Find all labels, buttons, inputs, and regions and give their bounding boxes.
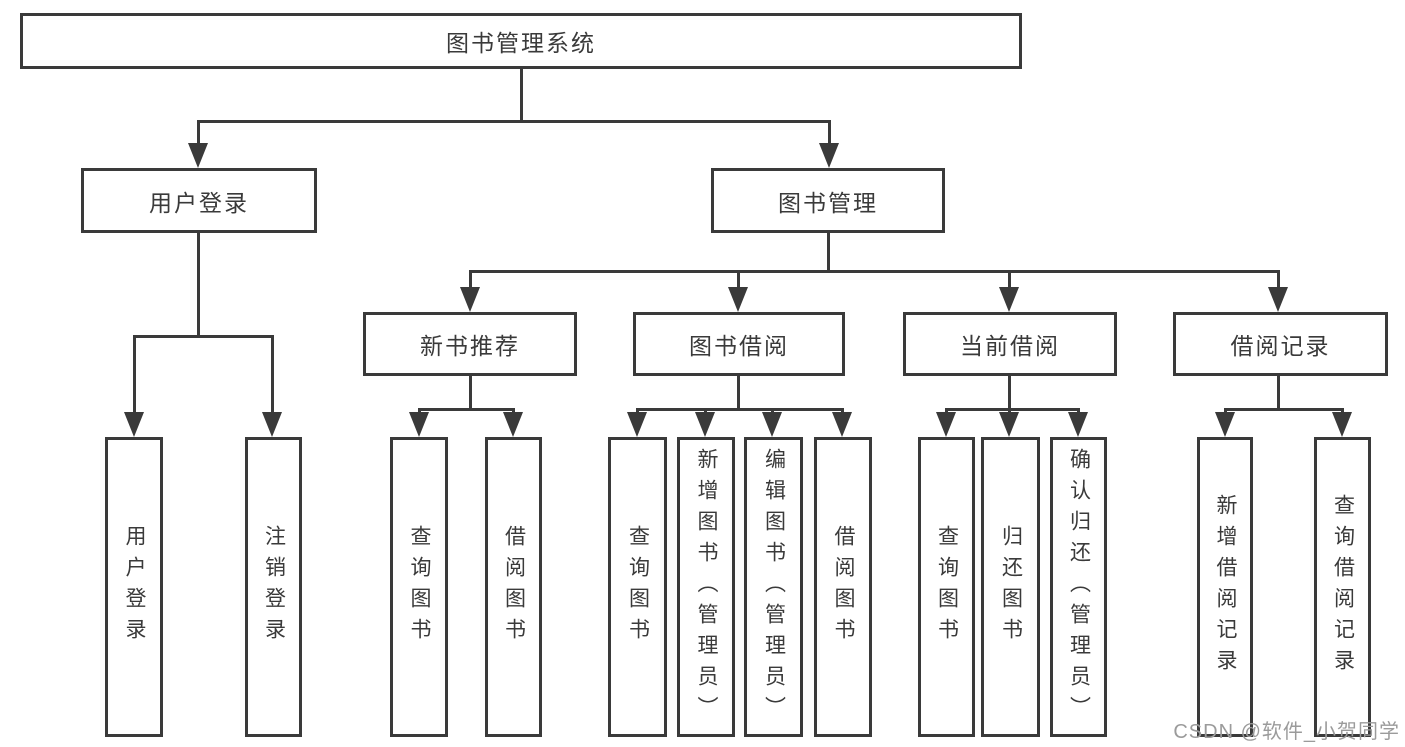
connector-new-book-recommend-stem <box>469 376 472 408</box>
leaf-bb-borrow-books: 借阅图书 <box>814 437 872 737</box>
arrow-to-br-query-record-head <box>1332 412 1352 437</box>
node-book-borrowing-label: 图书借阅 <box>689 333 789 359</box>
leaf-rec-query-books: 查询图书 <box>390 437 448 737</box>
leaf-bb-add-books: 新增图书（管理员） <box>677 437 735 737</box>
leaf-br-query-record-label: 查询借阅记录 <box>1331 494 1355 680</box>
arrow-to-bb-borrow-books-head <box>832 412 852 437</box>
node-book-borrowing: 图书借阅 <box>633 312 845 376</box>
connector-book-management-bar <box>469 270 1280 273</box>
leaf-user-login: 用户登录 <box>105 437 163 737</box>
leaf-cb-return-books: 归还图书 <box>981 437 1040 737</box>
connector-new-book-recommend-bar <box>418 408 515 411</box>
arrow-to-leaf-user-login-shaft <box>133 335 136 415</box>
arrow-to-book-borrowing-head <box>728 287 748 312</box>
connector-root-bar <box>197 120 831 123</box>
leaf-bb-query-books: 查询图书 <box>608 437 667 737</box>
arrow-to-user-login-shaft <box>197 120 200 146</box>
arrow-to-bb-edit-books-head <box>762 412 782 437</box>
node-user-login: 用户登录 <box>81 168 317 233</box>
node-system-root: 图书管理系统 <box>20 13 1022 69</box>
connector-book-borrowing-bar <box>636 408 844 411</box>
node-book-management: 图书管理 <box>711 168 945 233</box>
arrow-to-br-add-record-head <box>1215 412 1235 437</box>
leaf-user-login-label: 用户登录 <box>123 525 147 649</box>
arrow-to-leaf-logout-head <box>262 412 282 437</box>
node-new-book-recommend: 新书推荐 <box>363 312 577 376</box>
connector-borrowing-records-bar <box>1224 408 1344 411</box>
arrow-to-rec-query-books-head <box>409 412 429 437</box>
leaf-bb-query-books-label: 查询图书 <box>626 525 650 649</box>
leaf-logout-label: 注销登录 <box>262 525 286 649</box>
leaf-rec-borrow-books-label: 借阅图书 <box>502 525 526 649</box>
leaf-bb-borrow-books-label: 借阅图书 <box>832 525 856 649</box>
arrow-to-cb-return-books-head <box>999 412 1019 437</box>
connector-current-borrowing-bar <box>945 408 1080 411</box>
arrow-to-current-borrowing-shaft <box>1008 270 1011 290</box>
connector-current-borrowing-stem <box>1008 376 1011 408</box>
leaf-cb-query-books-label: 查询图书 <box>935 525 959 649</box>
arrow-to-bb-add-books-head <box>695 412 715 437</box>
connector-user-login-stem <box>197 233 200 335</box>
leaf-cb-confirm-return-label: 确认归还（管理员） <box>1067 447 1091 727</box>
leaf-bb-add-books-label: 新增图书（管理员） <box>695 447 719 727</box>
connector-root-stem <box>520 69 523 120</box>
node-book-management-label: 图书管理 <box>778 189 878 216</box>
arrow-to-rec-borrow-books-head <box>503 412 523 437</box>
arrow-to-book-management-head <box>819 143 839 168</box>
arrow-to-leaf-user-login-head <box>124 412 144 437</box>
connector-book-borrowing-stem <box>737 376 740 408</box>
watermark-text: CSDN @软件_小贺同学 <box>1173 721 1400 743</box>
leaf-logout: 注销登录 <box>245 437 302 737</box>
arrow-to-bb-query-books-head <box>627 412 647 437</box>
connector-book-management-stem <box>827 233 830 270</box>
leaf-br-add-record-label: 新增借阅记录 <box>1214 494 1238 680</box>
leaf-rec-borrow-books: 借阅图书 <box>485 437 542 737</box>
arrow-to-current-borrowing-head <box>999 287 1019 312</box>
arrow-to-book-borrowing-shaft <box>737 270 740 290</box>
leaf-br-add-record: 新增借阅记录 <box>1197 437 1253 737</box>
arrow-to-new-book-recommend-shaft <box>469 270 472 290</box>
arrow-to-leaf-logout-shaft <box>271 335 274 415</box>
arrow-to-user-login-head <box>188 143 208 168</box>
arrow-to-cb-confirm-return-head <box>1068 412 1088 437</box>
node-borrowing-records: 借阅记录 <box>1173 312 1388 376</box>
arrow-to-new-book-recommend-head <box>460 287 480 312</box>
leaf-bb-edit-books-label: 编辑图书（管理员） <box>762 447 786 727</box>
arrow-to-borrowing-records-head <box>1268 287 1288 312</box>
connector-user-login-bar <box>133 335 274 338</box>
connector-borrowing-records-stem <box>1277 376 1280 408</box>
leaf-br-query-record: 查询借阅记录 <box>1314 437 1371 737</box>
leaf-cb-confirm-return: 确认归还（管理员） <box>1050 437 1107 737</box>
leaf-bb-edit-books: 编辑图书（管理员） <box>744 437 803 737</box>
node-user-login-label: 用户登录 <box>149 189 249 216</box>
arrow-to-book-management-shaft <box>828 120 831 146</box>
arrow-to-borrowing-records-shaft <box>1277 270 1280 290</box>
node-current-borrowing: 当前借阅 <box>903 312 1117 376</box>
node-current-borrowing-label: 当前借阅 <box>960 333 1060 359</box>
node-new-book-recommend-label: 新书推荐 <box>420 333 520 359</box>
node-borrowing-records-label: 借阅记录 <box>1230 333 1331 359</box>
leaf-cb-return-books-label: 归还图书 <box>999 525 1023 649</box>
node-system-root-label: 图书管理系统 <box>446 30 596 56</box>
leaf-cb-query-books: 查询图书 <box>918 437 975 737</box>
leaf-rec-query-books-label: 查询图书 <box>408 525 432 649</box>
arrow-to-cb-query-books-head <box>936 412 956 437</box>
